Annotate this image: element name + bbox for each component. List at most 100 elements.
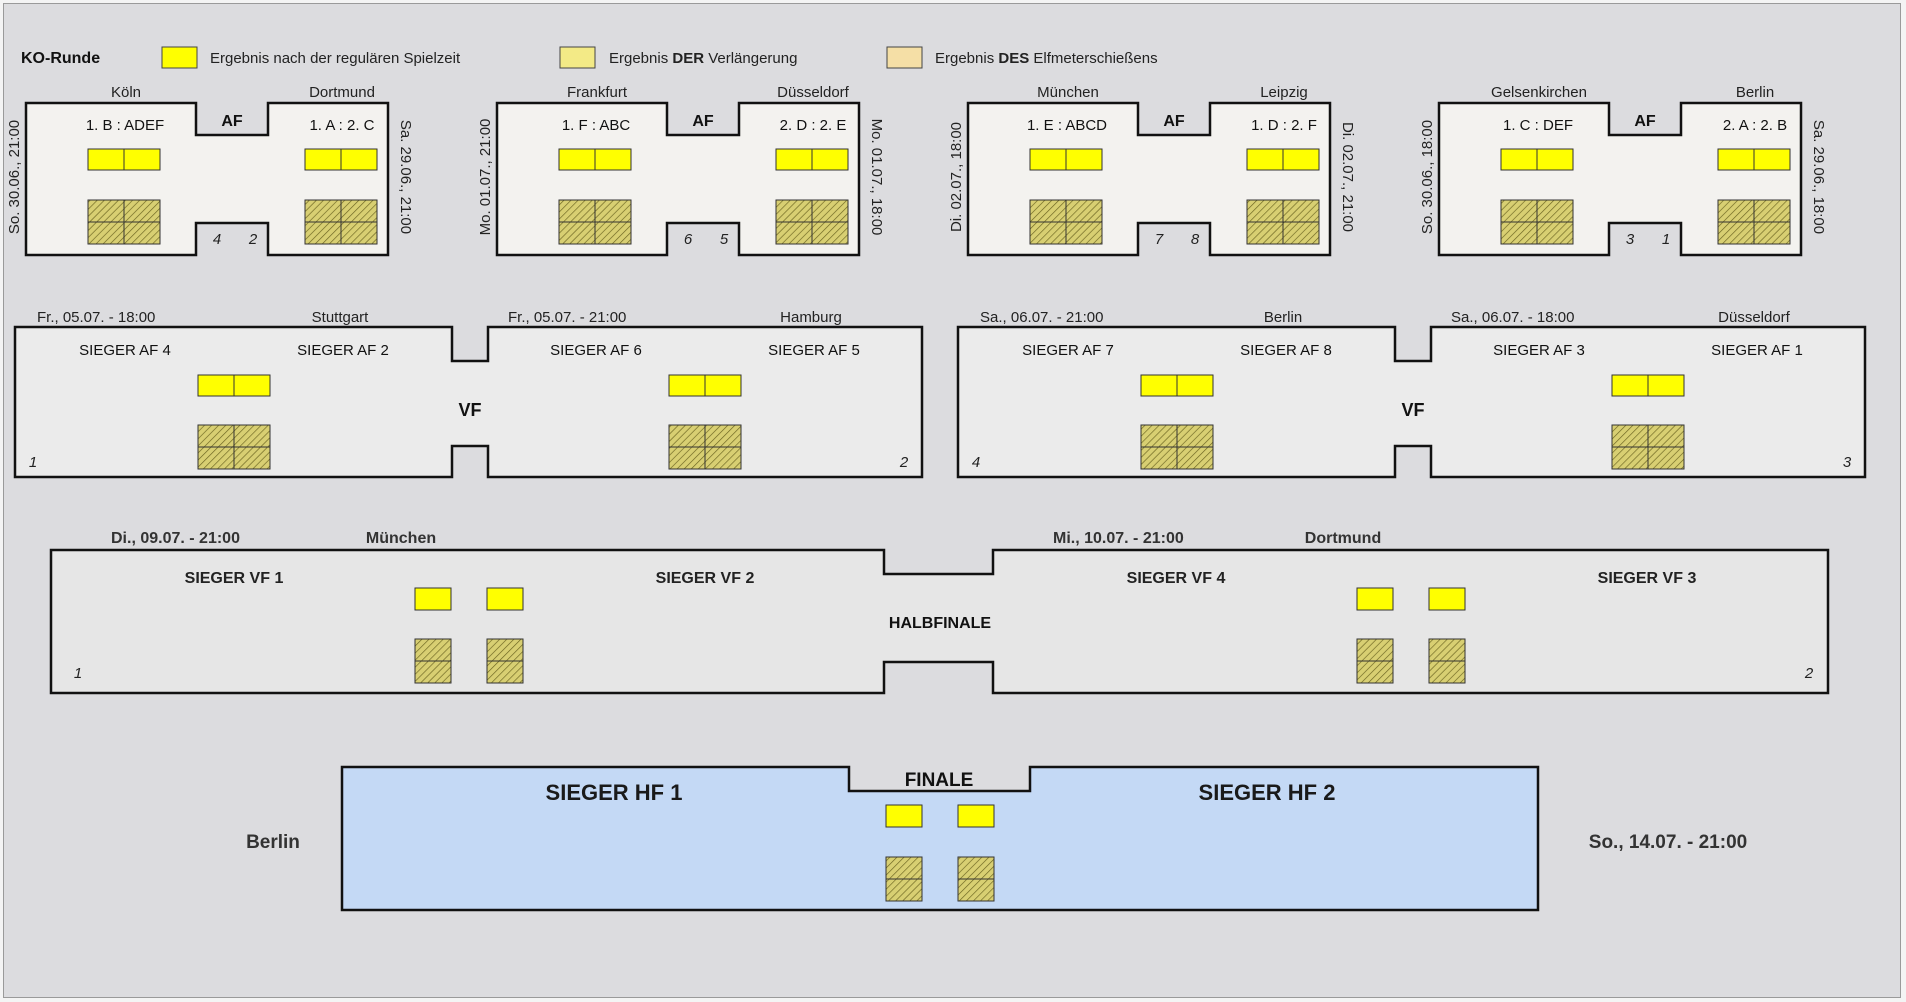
match-date: Mi., 10.07. - 21:00: [1053, 530, 1184, 547]
city-label: Berlin: [246, 832, 300, 853]
match-number: 1: [1662, 231, 1670, 248]
team-label: SIEGER VF 2: [656, 570, 755, 587]
match-date: Sa. 29.06., 18:00: [1810, 120, 1827, 234]
legend-label-penalties: Ergebnis DES Elfmeterschießens: [935, 50, 1158, 67]
match-number: 2: [899, 454, 909, 471]
final-box: FINALE SIEGER HF 1 SIEGER HF 2: [340, 765, 1540, 912]
team-label: SIEGER AF 1: [1711, 342, 1803, 359]
city-label: München: [366, 530, 436, 547]
legend-pen-bold: DES: [998, 50, 1029, 67]
score-regular-cell[interactable]: [1428, 587, 1466, 611]
city-label: München: [1037, 84, 1099, 101]
match-date: Sa., 06.07. - 18:00: [1451, 309, 1574, 326]
team-label: SIEGER HF 1: [546, 780, 683, 805]
round-label: VF: [1401, 400, 1424, 420]
match-number: 6: [684, 231, 693, 248]
legend-swatch-extra-time: [559, 46, 596, 69]
team-label: SIEGER AF 5: [768, 342, 860, 359]
city-label: Leipzig: [1260, 84, 1308, 101]
city-label: Dortmund: [309, 84, 375, 101]
city-label: Berlin: [1736, 84, 1774, 101]
score-regular-cell[interactable]: [414, 587, 452, 611]
team-label: SIEGER HF 2: [1199, 780, 1336, 805]
round-label: HALBFINALE: [889, 615, 992, 632]
legend-label-extra-time: Ergebnis DER Verlängerung: [609, 50, 797, 67]
legend-pen-pre: Ergebnis: [935, 50, 998, 67]
team-label: SIEGER AF 4: [79, 342, 171, 359]
match-number: 4: [972, 454, 980, 471]
team-label: SIEGER AF 8: [1240, 342, 1332, 359]
team-label: SIEGER VF 4: [1127, 570, 1226, 587]
match-date: Sa., 06.07. - 21:00: [980, 309, 1103, 326]
match-number: 2: [248, 231, 258, 248]
match-date: So. 30.06., 18:00: [1419, 120, 1436, 234]
legend-label-regular-text: Ergebnis nach der regulären Spielzeit: [210, 50, 461, 67]
legend-label-regular: Ergebnis nach der regulären Spielzeit: [210, 50, 461, 67]
team-label: 1. B : ADEF: [86, 117, 164, 134]
team-label: 1. A : 2. C: [309, 117, 374, 134]
round-label: AF: [692, 113, 714, 130]
city-label: Köln: [111, 84, 141, 101]
match-date: Fr., 05.07. - 21:00: [508, 309, 626, 326]
score-regular-cell[interactable]: [957, 804, 995, 828]
match-date: So. 30.06., 21:00: [6, 120, 23, 234]
team-label: SIEGER AF 3: [1493, 342, 1585, 359]
match-number: 3: [1626, 231, 1635, 248]
legend-swatch-regular: [161, 46, 198, 69]
match-date: Mo. 01.07., 18:00: [868, 119, 885, 236]
team-label: 1. D : 2. F: [1251, 117, 1317, 134]
city-label: Gelsenkirchen: [1491, 84, 1587, 101]
team-label: SIEGER VF 3: [1598, 570, 1697, 587]
round-label: AF: [221, 113, 243, 130]
match-number: 2: [1804, 665, 1814, 682]
city-label: Hamburg: [780, 309, 842, 326]
match-number: 7: [1155, 231, 1164, 248]
team-label: 1. C : DEF: [1503, 117, 1573, 134]
legend-extra-bold: DER: [672, 50, 704, 67]
score-regular-cell[interactable]: [1356, 587, 1394, 611]
round-label: AF: [1163, 113, 1185, 130]
legend-extra-post: Verlängerung: [704, 50, 797, 67]
match-number: 3: [1843, 454, 1852, 471]
match-date: Fr., 05.07. - 18:00: [37, 309, 155, 326]
city-label: Stuttgart: [312, 309, 370, 326]
final: FINALE SIEGER HF 1 SIEGER HF 2 Berlin So., 1…: [246, 765, 1747, 912]
team-label: SIEGER VF 1: [185, 570, 284, 587]
city-label: Frankfurt: [567, 84, 628, 101]
match-date: Sa. 29.06., 21:00: [397, 120, 414, 234]
round-label: AF: [1634, 113, 1656, 130]
round-label: FINALE: [905, 770, 974, 791]
city-label: Dortmund: [1305, 530, 1381, 547]
legend-pen-post: Elfmeterschießens: [1029, 50, 1157, 67]
match-date: Di. 02.07., 18:00: [948, 122, 965, 232]
team-label: SIEGER AF 2: [297, 342, 389, 359]
final-box-frame: [340, 765, 1540, 912]
city-label: Düsseldorf: [777, 84, 850, 101]
match-number: 4: [213, 231, 221, 248]
score-regular-cell[interactable]: [486, 587, 524, 611]
legend-extra-pre: Ergebnis: [609, 50, 672, 67]
team-label: 1. E : ABCD: [1027, 117, 1107, 134]
team-label: 2. D : 2. E: [780, 117, 847, 134]
match-date: So., 14.07. - 21:00: [1589, 832, 1747, 853]
legend-swatch-penalties: [886, 46, 923, 69]
match-number: 5: [720, 231, 729, 248]
page-title: KO-Runde: [21, 50, 100, 67]
team-label: SIEGER AF 7: [1022, 342, 1114, 359]
match-number: 1: [29, 454, 37, 471]
score-regular-cell[interactable]: [885, 804, 923, 828]
match-date: Mo. 01.07., 21:00: [477, 119, 494, 236]
team-label: SIEGER AF 6: [550, 342, 642, 359]
